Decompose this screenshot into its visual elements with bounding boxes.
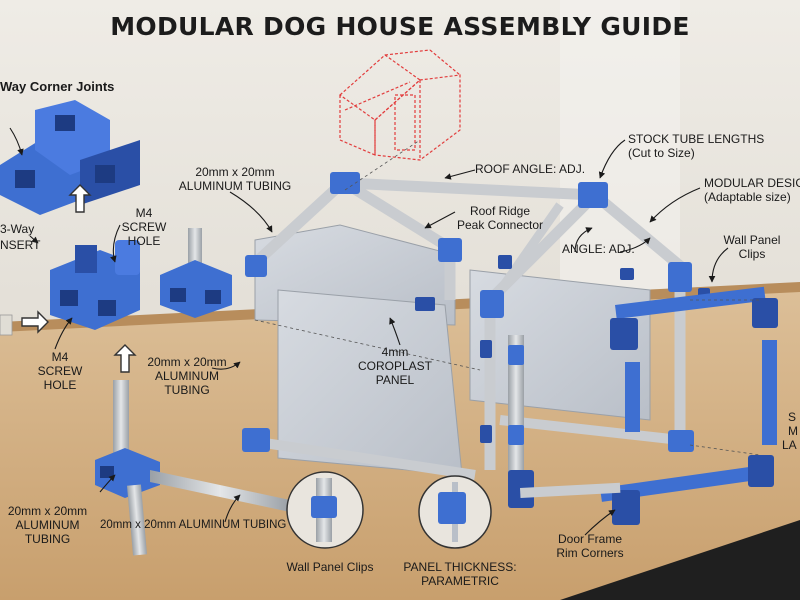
detail-thickness-circle xyxy=(418,475,492,549)
label-stock-1: STOCK TUBE LENGTHS xyxy=(628,132,765,146)
label-ridge-2: Peak Connector xyxy=(456,218,544,232)
label-m4-bottom-3: HOLE xyxy=(43,378,77,392)
page-title: MODULAR DOG HOUSE ASSEMBLY GUIDE xyxy=(110,12,690,41)
label-tubing-left-1: 20mm x 20mm xyxy=(7,504,88,518)
corner-joint-part xyxy=(0,100,140,215)
main-frame xyxy=(242,172,710,480)
label-tubing-mid-2: ALUMINUM xyxy=(154,369,219,383)
label-panel-1: 4mm xyxy=(381,345,409,359)
label-tubing-mid-3: TUBING xyxy=(164,383,210,397)
label-roof-angle: ROOF ANGLE: ADJ. xyxy=(475,162,586,176)
label-edge-1: S xyxy=(788,410,797,424)
label-wall-clips-1: Wall Panel xyxy=(723,233,781,247)
label-m4-top-3: HOLE xyxy=(127,234,161,248)
label-m4-bottom-2: SCREW xyxy=(37,364,83,378)
label-tubing-left-2: ALUMINUM xyxy=(15,518,80,532)
tee-joint-part xyxy=(160,228,232,318)
label-wall-clips-bottom: Wall Panel Clips xyxy=(286,560,374,574)
label-corner-joints: Way Corner Joints xyxy=(0,79,115,94)
table-shadow-corner xyxy=(560,520,800,600)
label-door-1: Door Frame xyxy=(557,532,622,546)
label-thickness-1: PANEL THICKNESS: xyxy=(403,560,517,574)
label-panel-2: COROPLAST xyxy=(357,359,432,373)
label-tubing-bottom-1: 20mm x 20mm ALUMINUM TUBING xyxy=(100,519,287,531)
label-modular-1: MODULAR DESIG xyxy=(704,176,800,190)
label-three-way: 3-Way xyxy=(0,222,35,236)
label-thickness-2: PARAMETRIC xyxy=(421,574,499,588)
label-edge-3: LA xyxy=(782,438,797,452)
label-tubing-left-3: TUBING xyxy=(24,532,71,546)
label-tubing-top-1: 20mm x 20mm xyxy=(195,165,275,179)
dashed-guides xyxy=(254,139,761,456)
label-modular-2: (Adaptable size) xyxy=(704,190,791,204)
base-corner-part xyxy=(95,380,290,556)
label-angle: ANGLE: ADJ. xyxy=(562,242,635,256)
assembly-arrows xyxy=(21,184,137,373)
label-tubing-top-2: ALUMINUM TUBING xyxy=(178,179,292,193)
label-panel-3: PANEL xyxy=(375,373,415,387)
label-stock-2: (Cut to Size) xyxy=(628,146,695,160)
door-frame xyxy=(508,286,778,525)
label-m4-bottom-1: M4 xyxy=(51,350,69,364)
three-way-insert-part xyxy=(0,240,140,336)
leader-lines xyxy=(9,127,729,536)
label-m4-top-2: SCREW xyxy=(121,220,167,234)
label-tubing-mid-1: 20mm x 20mm xyxy=(147,355,227,369)
label-edge-2: M xyxy=(788,424,798,438)
label-m4-top-1: M4 xyxy=(135,206,153,220)
label-door-2: Rim Corners xyxy=(556,546,624,560)
label-ridge-1: Roof Ridge xyxy=(469,204,531,218)
label-insert: NSERT xyxy=(0,238,41,252)
label-wall-clips-2: Clips xyxy=(738,247,766,261)
detail-clip-circle xyxy=(286,471,364,549)
